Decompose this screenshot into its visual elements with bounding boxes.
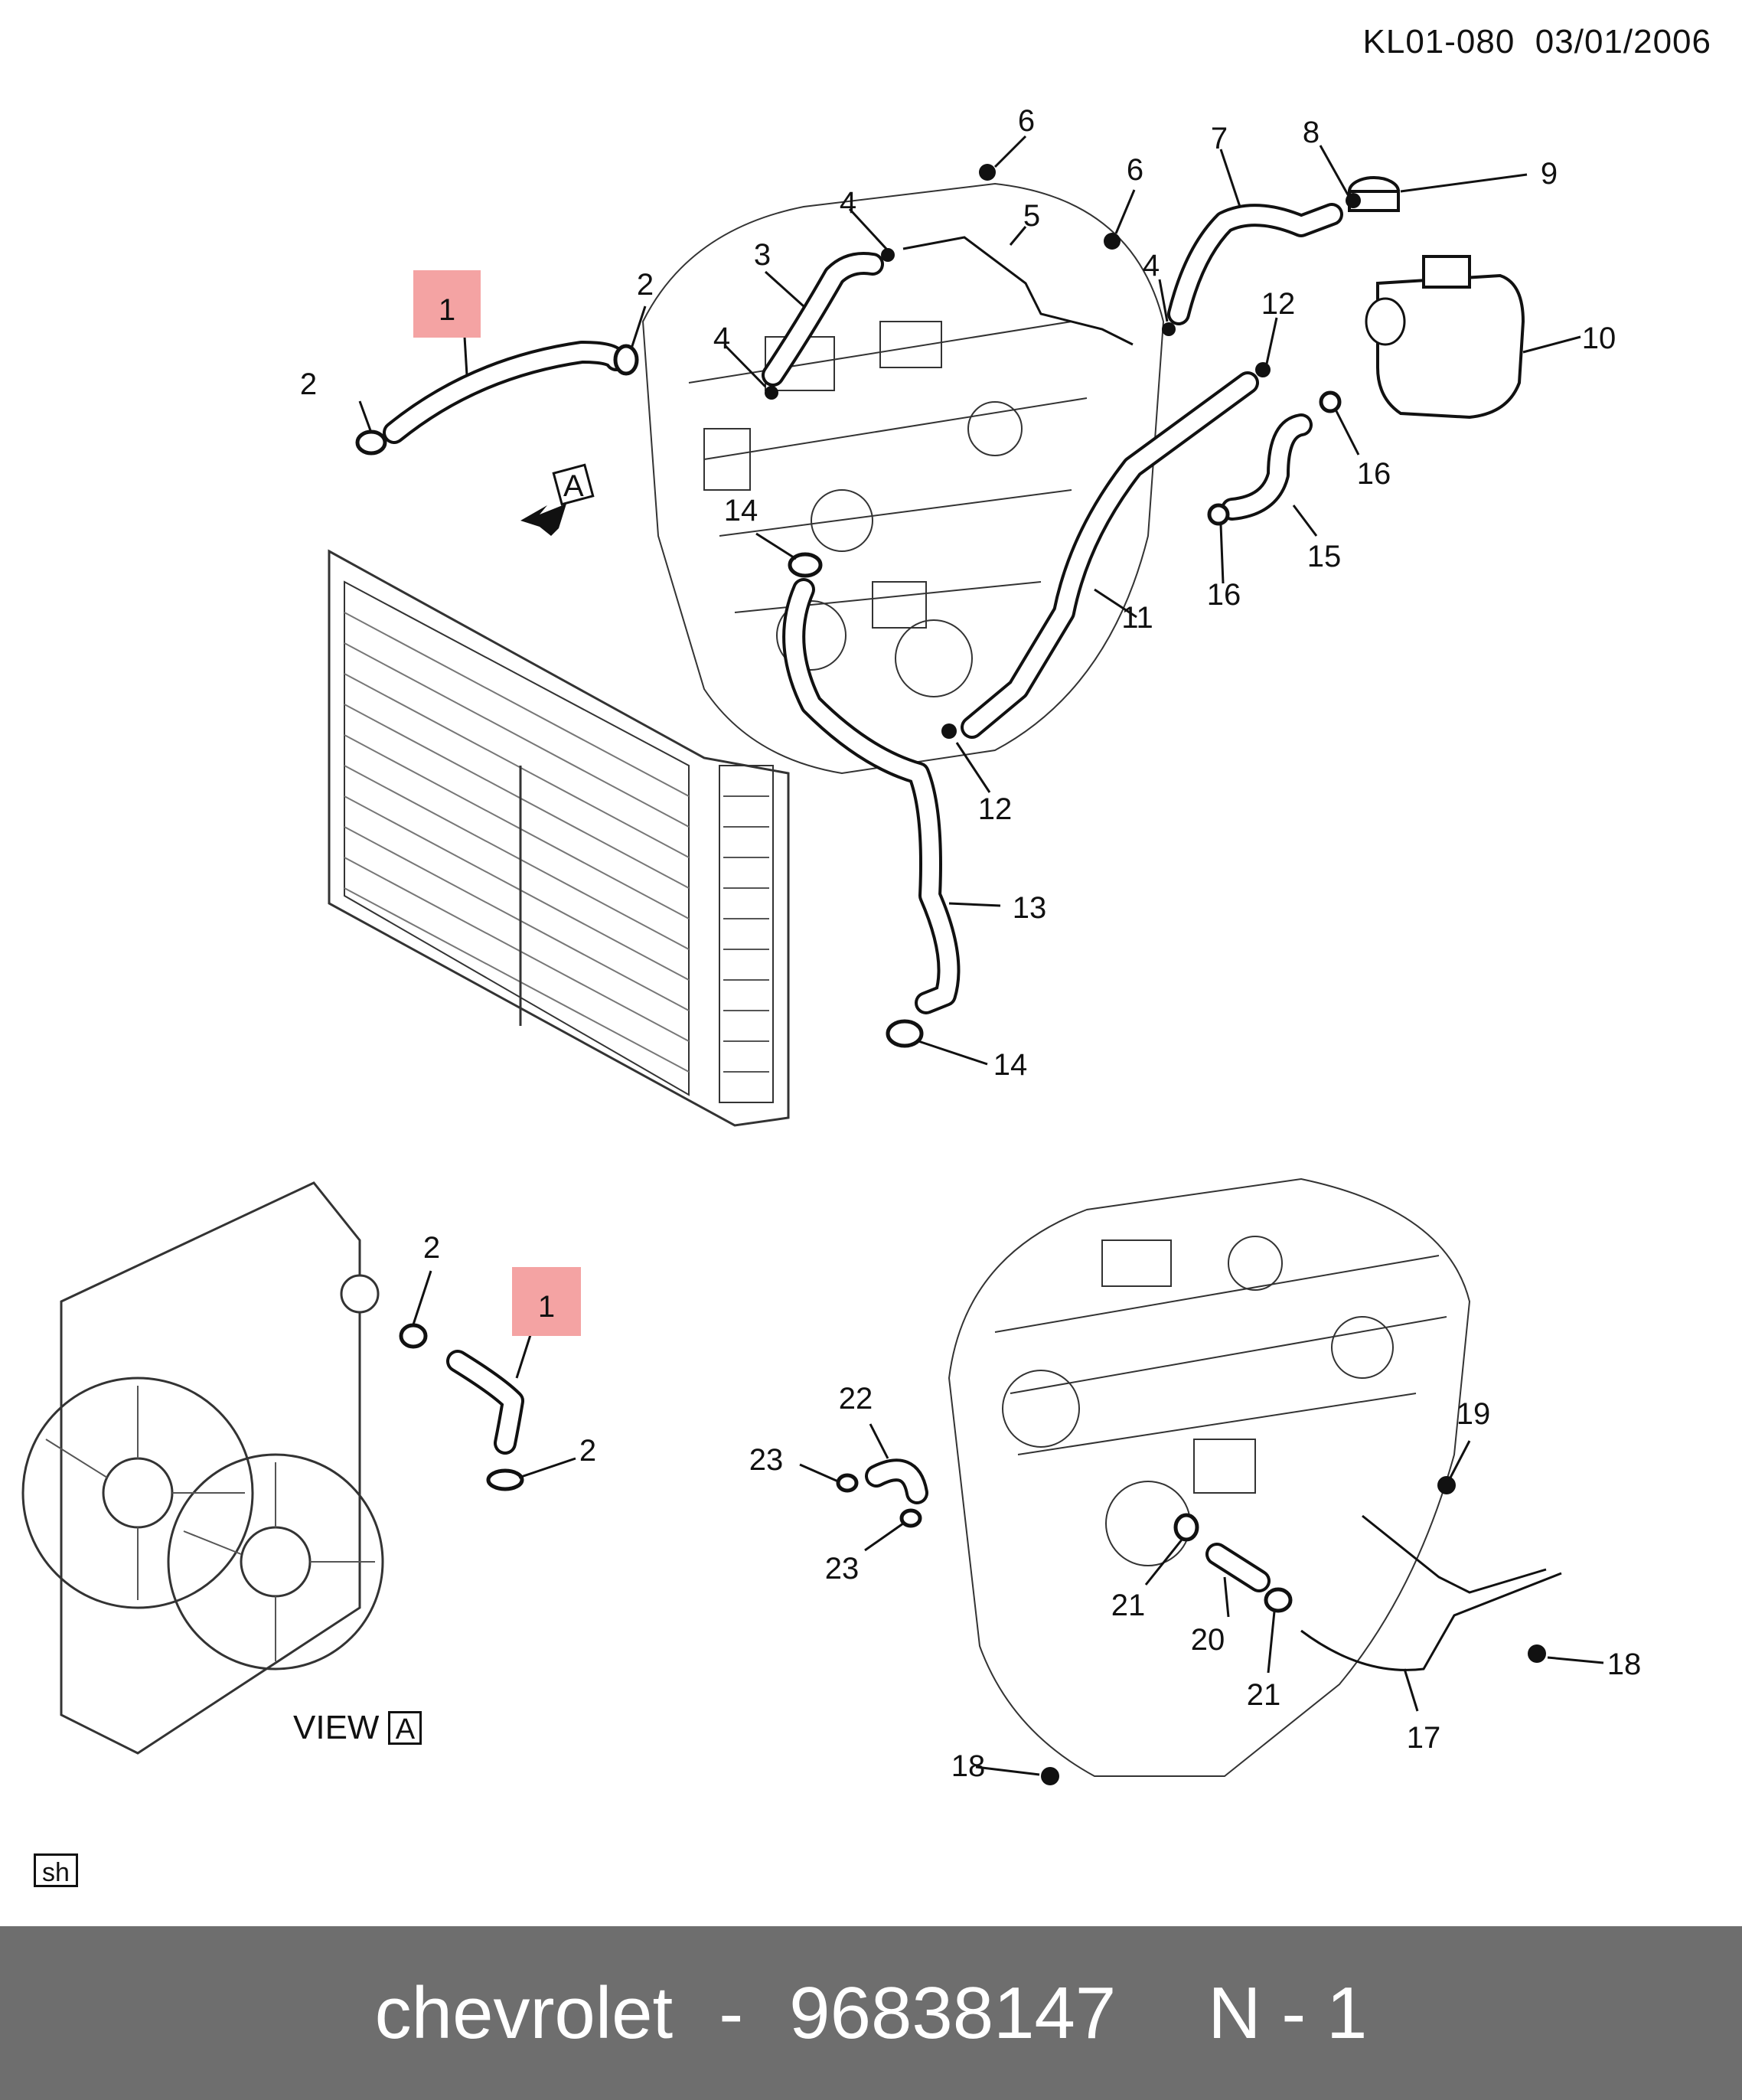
clamp-14a (788, 552, 823, 578)
label-2a: 2 (300, 367, 317, 401)
label-21a: 21 (1111, 1589, 1146, 1622)
view-arrow: A (520, 463, 595, 536)
label-2c: 2 (423, 1231, 440, 1265)
label-12a: 12 (1261, 287, 1296, 321)
label-13: 13 (1013, 891, 1047, 925)
view-a-prefix: VIEW (293, 1709, 380, 1746)
clamp-12a (1255, 362, 1271, 377)
hose-7 (1167, 203, 1343, 325)
label-1b: 1 (538, 1290, 555, 1324)
footer-brand: chevrolet (374, 1971, 674, 2054)
diagram-header: KL01-080 03/01/2006 (1363, 23, 1712, 61)
hose-1-upper-radiator (383, 341, 628, 444)
label-4b: 4 (1143, 249, 1160, 283)
label-23a: 23 (749, 1443, 784, 1477)
pipe-17 (1300, 1514, 1562, 1671)
highlight-box-1a (413, 270, 481, 338)
label-22: 22 (839, 1382, 873, 1416)
diagram-code: KL01-080 (1362, 23, 1515, 60)
label-6b: 6 (1127, 153, 1143, 187)
clip-8 (1346, 193, 1361, 208)
engine-top (641, 182, 1165, 775)
label-1a: 1 (439, 293, 455, 327)
footer-bar: chevrolet - 96838147 N - 1 (0, 1926, 1742, 2100)
view-a-letter-box: A (388, 1711, 422, 1746)
callout-labels: 1 1 2 2 2 2 3 4 4 4 5 6 6 7 8 9 10 11 12… (300, 104, 1641, 1783)
diagram-date: 03/01/2006 (1535, 23, 1711, 60)
bolt-19 (1437, 1476, 1456, 1494)
clamp-2c (399, 1323, 428, 1349)
engine-side (948, 1177, 1471, 1777)
label-18b: 18 (951, 1749, 986, 1783)
clamp-4c (765, 386, 778, 400)
clamp-21b (1264, 1587, 1293, 1613)
label-6a: 6 (1018, 104, 1035, 138)
footer-part-number: 96838147 (789, 1971, 1117, 2054)
view-a-fan-radiator (21, 1181, 384, 1755)
radiator-assembly (328, 549, 790, 1127)
coolant-reservoir (1365, 255, 1525, 420)
label-8: 8 (1303, 116, 1320, 149)
label-4a: 4 (840, 186, 856, 220)
leader-lines-bottom (799, 1423, 1604, 1776)
clamp-2a (355, 429, 387, 456)
hose-3 (762, 252, 884, 387)
label-19: 19 (1457, 1397, 1491, 1431)
label-4c: 4 (713, 322, 730, 355)
bolt-18b (1041, 1767, 1059, 1785)
label-9: 9 (1541, 157, 1558, 191)
clamp-12b (941, 723, 957, 739)
clamp-4a (881, 248, 895, 262)
hose-1-view-a (446, 1350, 524, 1455)
label-17: 17 (1407, 1721, 1441, 1755)
label-3: 3 (754, 238, 771, 272)
label-14a: 14 (724, 494, 758, 527)
bolt-6b (1104, 233, 1121, 250)
hose-11 (961, 371, 1259, 739)
footer-separator: - (719, 1971, 744, 2054)
label-2d: 2 (579, 1434, 596, 1468)
clamp-2b (613, 344, 639, 376)
clamp-4b (1162, 322, 1176, 336)
label-7: 7 (1211, 122, 1228, 155)
label-5: 5 (1023, 199, 1040, 233)
footer-quantity: N - 1 (1208, 1971, 1368, 2054)
label-14b: 14 (993, 1048, 1028, 1082)
view-arrow-letter: A (563, 469, 584, 503)
sh-stamp: sh (34, 1853, 78, 1887)
hose-13-lower-radiator (782, 578, 961, 1014)
hose-20 (1205, 1543, 1271, 1592)
label-12b: 12 (978, 792, 1013, 826)
label-11: 11 (1121, 601, 1153, 635)
clamp-23b (899, 1508, 922, 1528)
pipe-5 (902, 236, 1134, 346)
label-15: 15 (1307, 540, 1342, 573)
clamp-16a (1319, 390, 1342, 413)
clamp-16b (1207, 503, 1230, 526)
highlight-box-1b (512, 1267, 581, 1336)
leader-lines-top (358, 135, 1581, 1066)
bolt-6a (979, 164, 996, 181)
bolt-18a (1528, 1644, 1546, 1663)
hose-15 (1221, 413, 1313, 521)
label-21b: 21 (1247, 1678, 1281, 1712)
label-2b: 2 (637, 268, 654, 302)
label-23b: 23 (825, 1552, 860, 1586)
clamp-14b (886, 1019, 924, 1048)
label-20: 20 (1191, 1623, 1225, 1657)
clamp-23a (836, 1473, 859, 1493)
label-16a: 16 (1357, 457, 1391, 491)
label-18a: 18 (1607, 1648, 1642, 1681)
hose-22 (865, 1458, 928, 1504)
clamp-21a (1173, 1513, 1199, 1542)
label-10: 10 (1582, 322, 1616, 355)
clamp-2d (486, 1468, 524, 1491)
view-a-caption: VIEW A (293, 1709, 422, 1747)
label-16b: 16 (1207, 578, 1241, 612)
